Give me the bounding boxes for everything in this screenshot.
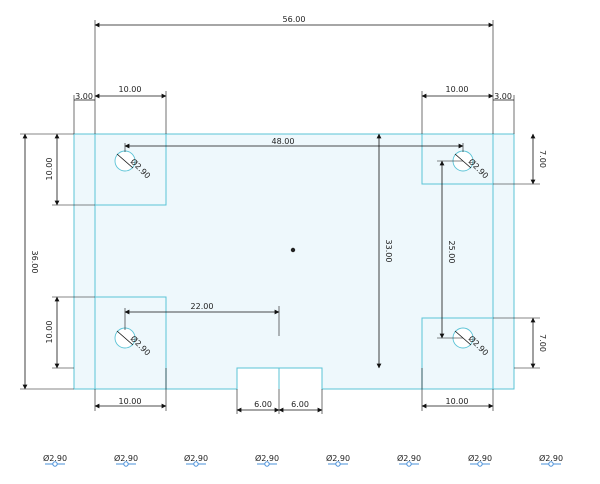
slider-knob-icon <box>335 461 341 467</box>
svg-text:Ø2.90: Ø2.90 <box>43 453 67 463</box>
dim-bottom-right-offset: 7.00 <box>538 334 547 352</box>
dimensions: 56.00 3.00 10.00 10.00 3.00 36.00 10.00 … <box>20 15 547 414</box>
pad-bottom-right <box>421 317 494 390</box>
svg-text:Ø2.90: Ø2.90 <box>326 453 350 463</box>
part-outline <box>73 133 515 390</box>
slider-knob-icon <box>477 461 483 467</box>
slider-knob-icon <box>52 461 58 467</box>
hole-tool-2[interactable]: Ø2.90 <box>114 453 138 467</box>
hole-tool-4[interactable]: Ø2.90 <box>255 453 279 467</box>
dim-hole-spacing-x: 48.00 <box>272 137 295 146</box>
svg-text:Ø2.90: Ø2.90 <box>468 453 492 463</box>
pad-top-right <box>421 133 494 185</box>
dim-hole-spacing-y: 33.00 <box>384 240 393 263</box>
dim-overall-width: 56.00 <box>283 15 306 24</box>
dim-bottom-left-pad-width: 10.00 <box>119 397 142 406</box>
pad-bottom-left <box>94 296 167 390</box>
hole-tool-3[interactable]: Ø2.90 <box>184 453 208 467</box>
dim-left-margin: 3.00 <box>75 92 93 101</box>
slider-knob-icon <box>406 461 412 467</box>
dim-top-left-pad-height: 10.00 <box>45 158 54 181</box>
dim-top-right-pad-width: 10.00 <box>446 85 469 94</box>
dim-bottom-left-pad-height: 10.00 <box>45 321 54 344</box>
hole-tool-1[interactable]: Ø2.90 <box>43 453 67 467</box>
slider-knob-icon <box>193 461 199 467</box>
dim-notch-left: 6.00 <box>254 400 272 409</box>
center-point <box>290 247 296 253</box>
slider-knob-icon <box>264 461 270 467</box>
hole-tool-7[interactable]: Ø2.90 <box>468 453 492 467</box>
svg-text:Ø2.90: Ø2.90 <box>397 453 421 463</box>
hole-tool-8[interactable]: Ø2.90 <box>539 453 563 467</box>
svg-text:Ø2.90: Ø2.90 <box>255 453 279 463</box>
dim-right-margin: 3.00 <box>494 92 512 101</box>
dim-overall-height: 36.00 <box>30 251 39 274</box>
svg-text:Ø2.90: Ø2.90 <box>539 453 563 463</box>
dim-bottom-right-pad-width: 10.00 <box>446 397 469 406</box>
dim-right-hole-spacing: 25.00 <box>447 241 456 264</box>
dim-center-offset: 22.00 <box>191 302 214 311</box>
svg-text:Ø2.90: Ø2.90 <box>114 453 138 463</box>
dim-top-left-pad-width: 10.00 <box>119 85 142 94</box>
slider-knob-icon <box>548 461 554 467</box>
slider-knob-icon <box>123 461 129 467</box>
svg-text:Ø2.90: Ø2.90 <box>184 453 208 463</box>
pad-top-left <box>94 133 167 206</box>
hole-tool-6[interactable]: Ø2.90 <box>397 453 421 467</box>
hole-toolbar: Ø2.90 Ø2.90 Ø2.90 Ø2.90 Ø2.90 Ø2.90 <box>43 453 563 467</box>
dim-top-right-offset: 7.00 <box>538 150 547 168</box>
dim-notch-right: 6.00 <box>291 400 309 409</box>
hole-tool-5[interactable]: Ø2.90 <box>326 453 350 467</box>
